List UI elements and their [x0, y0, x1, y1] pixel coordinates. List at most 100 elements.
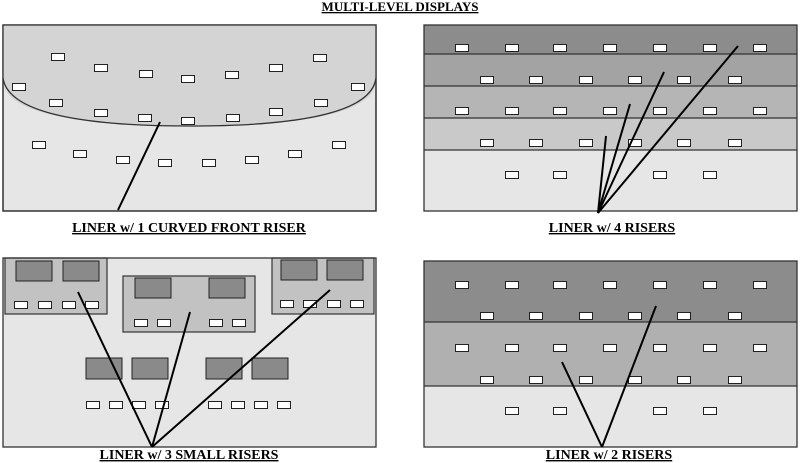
display-item — [225, 71, 239, 79]
display-item — [653, 407, 667, 415]
display-item — [208, 401, 222, 409]
display-item — [603, 107, 617, 115]
display-item — [728, 139, 742, 147]
display-item — [62, 301, 76, 309]
display-item — [231, 401, 245, 409]
display-item — [155, 401, 169, 409]
item-group — [14, 300, 364, 409]
panel-curved-riser: LINER w/ 1 CURVED FRONT RISER — [2, 24, 377, 236]
display-item — [505, 171, 519, 179]
display-item — [653, 281, 667, 289]
item-group — [455, 44, 767, 179]
display-item — [455, 44, 469, 52]
panel-small-risers: LINER w/ 3 SMALL RISERS — [2, 257, 377, 463]
display-item — [505, 344, 519, 352]
liner-outline — [423, 24, 798, 212]
display-item — [134, 319, 148, 327]
display-item — [703, 407, 717, 415]
display-item — [351, 83, 365, 91]
display-item — [728, 312, 742, 320]
display-item — [94, 109, 108, 117]
display-item — [628, 76, 642, 84]
display-item — [73, 150, 87, 158]
caption-four-risers: LINER w/ 4 RISERS — [549, 221, 676, 236]
tier-dividers — [424, 53, 797, 151]
display-item — [94, 64, 108, 72]
display-item — [254, 401, 268, 409]
leader-lines — [597, 45, 739, 214]
display-item — [553, 107, 567, 115]
display-item — [579, 376, 593, 384]
display-item — [703, 44, 717, 52]
display-item — [269, 64, 283, 72]
display-item — [480, 312, 494, 320]
display-item — [628, 139, 642, 147]
display-item — [38, 301, 52, 309]
liner-outline — [2, 24, 377, 212]
display-item — [245, 156, 259, 164]
riser-tier-2 — [424, 322, 797, 386]
display-item — [209, 319, 223, 327]
liner-outline — [2, 257, 377, 448]
display-item — [579, 312, 593, 320]
display-item — [653, 344, 667, 352]
display-item — [157, 319, 171, 327]
display-item — [529, 76, 543, 84]
display-item — [753, 44, 767, 52]
display-item — [653, 44, 667, 52]
display-item — [753, 107, 767, 115]
display-item — [109, 401, 123, 409]
display-item — [653, 107, 667, 115]
display-item — [603, 44, 617, 52]
display-item — [553, 44, 567, 52]
display-item — [139, 70, 153, 78]
display-item — [269, 108, 283, 116]
display-item — [49, 99, 63, 107]
display-item — [603, 344, 617, 352]
display-item — [455, 281, 469, 289]
display-item — [677, 312, 691, 320]
caption-two-risers: LINER w/ 2 RISERS — [546, 448, 673, 463]
display-item — [505, 281, 519, 289]
display-item — [628, 376, 642, 384]
display-item — [529, 139, 543, 147]
leader-line — [117, 121, 161, 211]
display-item — [138, 114, 152, 122]
display-item — [86, 401, 100, 409]
display-item — [753, 344, 767, 352]
display-item — [703, 107, 717, 115]
display-item — [350, 300, 364, 308]
dark-blocks — [15, 259, 364, 380]
display-item — [529, 312, 543, 320]
display-item — [313, 54, 327, 62]
display-item — [703, 344, 717, 352]
display-item — [181, 117, 195, 125]
display-item — [553, 281, 567, 289]
diagram-title: MULTI-LEVEL DISPLAYS — [322, 0, 479, 14]
display-item — [132, 401, 146, 409]
liner-floor — [424, 150, 797, 211]
display-item — [753, 281, 767, 289]
display-item — [579, 76, 593, 84]
display-item — [677, 76, 691, 84]
liner-outline — [423, 260, 798, 448]
display-item — [480, 139, 494, 147]
display-item — [14, 301, 28, 309]
display-item — [677, 376, 691, 384]
display-item — [553, 171, 567, 179]
display-item — [288, 150, 302, 158]
display-item — [232, 319, 246, 327]
display-item — [85, 301, 99, 309]
display-item — [653, 171, 667, 179]
item-group — [12, 53, 365, 167]
display-item — [226, 114, 240, 122]
display-item — [181, 75, 195, 83]
display-item — [505, 107, 519, 115]
caption-curved: LINER w/ 1 CURVED FRONT RISER — [72, 221, 307, 236]
display-item — [32, 141, 46, 149]
leader-lines — [77, 289, 331, 448]
display-item — [529, 376, 543, 384]
display-item — [703, 281, 717, 289]
panel-four-risers: LINER w/ 4 RISERS — [423, 24, 798, 236]
